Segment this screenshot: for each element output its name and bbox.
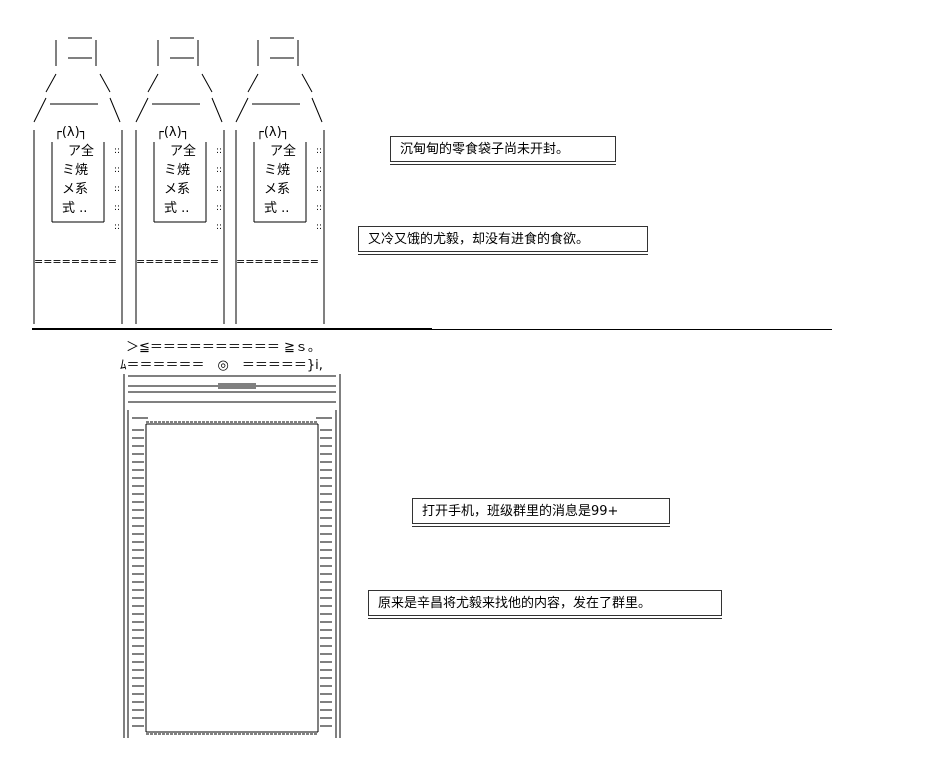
bottle-1: ┌(λ)┐ ア全 ミ焼 メ系 式 .. :: :: :: :: :: =====… [30, 36, 130, 324]
caption-snack: 沉甸甸的零食袋子尚未开封。 [390, 136, 616, 165]
bottle-label-row: ア全 [170, 144, 197, 159]
bottle-label-row: ア全 [270, 144, 297, 159]
caption-snack-text: 沉甸甸的零食袋子尚未开封。 [400, 142, 570, 157]
caption-phone: 打开手机，班级群里的消息是99+ [412, 498, 670, 527]
bottle-label-row: メ系 [264, 182, 291, 197]
bottle-outline [235, 37, 325, 324]
bottle-outline [33, 37, 123, 324]
bottle-band: ========= [236, 255, 319, 268]
bottle-outline [135, 37, 225, 324]
bottle-label-row: ア全 [68, 144, 95, 159]
bottle-lambda: ┌(λ)┐ [256, 125, 290, 140]
phone-camera-line: ﾑ＝＝＝＝＝＝ ◎ ＝＝＝＝＝}i, [120, 358, 323, 373]
bottle-label-row: 式 .. [264, 201, 290, 216]
bottle-dots: :: :: :: :: :: [216, 146, 223, 232]
bottle-label-row: メ系 [164, 182, 191, 197]
scene-divider-thin [432, 329, 832, 330]
bottle-label-row: 式 .. [62, 201, 88, 216]
caption-hungry: 又冷又饿的尤毅，却没有进食的食欲。 [358, 226, 648, 255]
bottle-3: ┌(λ)┐ ア全 ミ焼 メ系 式 .. :: :: :: :: :: =====… [232, 36, 332, 324]
bottle-label-row: ミ焼 [264, 163, 291, 178]
bottle-label-row: ミ焼 [62, 163, 89, 178]
phone-top-line: ＞≦＝＝＝＝＝＝＝＝＝＝ ≧ｓ。 [126, 340, 321, 355]
bottle-dots: :: :: :: :: :: [316, 146, 323, 232]
bottle-lambda: ┌(λ)┐ [54, 125, 88, 140]
bottle-label-row: ミ焼 [164, 163, 191, 178]
scene-divider-bold [32, 328, 432, 330]
caption-phone-text: 打开手机，班级群里的消息是99+ [422, 504, 619, 519]
bottle-label-row: 式 .. [164, 201, 190, 216]
caption-content: 原来是辛昌将尤毅来找他的内容，发在了群里。 [368, 590, 722, 619]
caption-hungry-text: 又冷又饿的尤毅，却没有进食的食欲。 [368, 232, 590, 247]
bottle-2: ┌(λ)┐ ア全 ミ焼 メ系 式 .. :: :: :: :: :: =====… [132, 36, 232, 324]
bottle-dots: :: :: :: :: :: [114, 146, 121, 232]
bottle-band: ========= [34, 255, 117, 268]
bottle-band: ========= [136, 255, 219, 268]
bottle-lambda: ┌(λ)┐ [156, 125, 190, 140]
caption-content-text: 原来是辛昌将尤毅来找他的内容，发在了群里。 [378, 596, 652, 611]
phone: ＞≦＝＝＝＝＝＝＝＝＝＝ ≧ｓ。 ﾑ＝＝＝＝＝＝ ◎ ＝＝＝＝＝}i, [118, 340, 344, 738]
bottle-label-row: メ系 [62, 182, 89, 197]
phone-outline [123, 374, 341, 738]
